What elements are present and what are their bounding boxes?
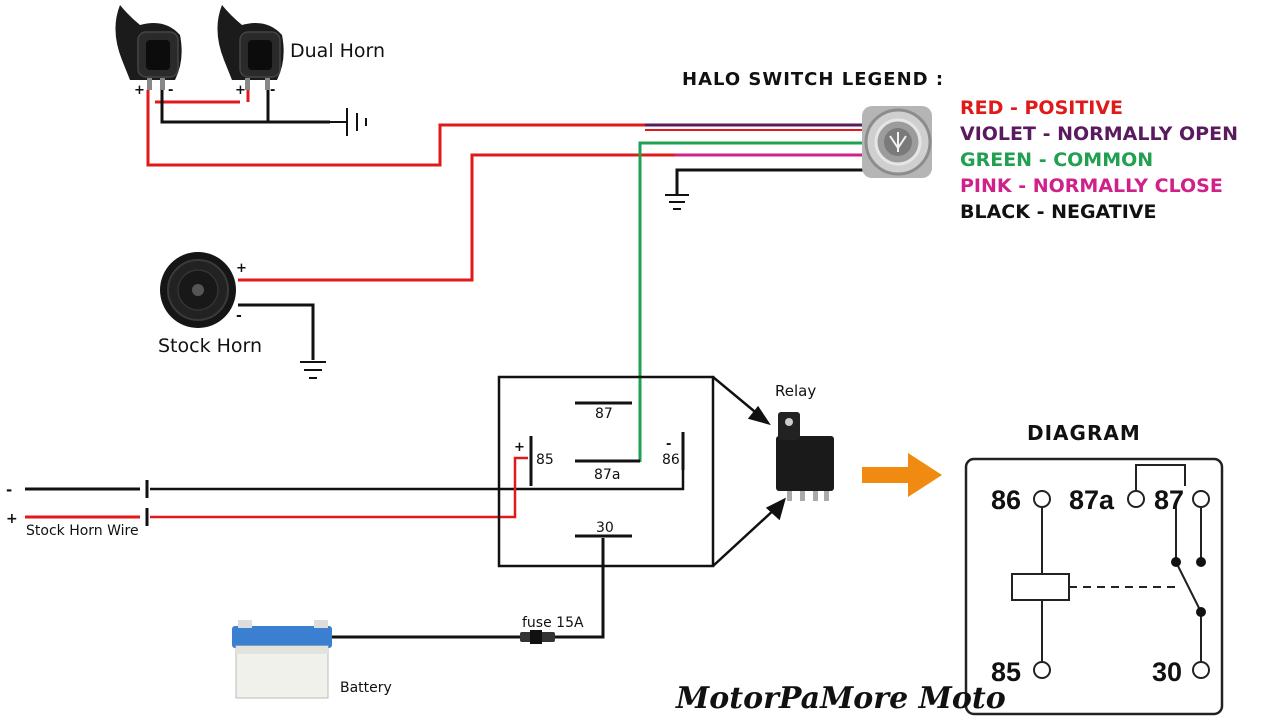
- wire-black-switch: [675, 168, 868, 195]
- horn-left-minus: -: [168, 83, 173, 98]
- diagram-terminal-85: [1033, 661, 1051, 679]
- diagram-terminal-86: [1033, 490, 1051, 508]
- wire-stock-negative: [238, 303, 315, 360]
- battery-label: Battery: [340, 680, 392, 696]
- legend-item-red: RED - POSITIVE: [960, 97, 1123, 119]
- stock-horn-wire-label: Stock Horn Wire: [26, 523, 139, 539]
- diagram-contact-dot-a: [1171, 557, 1181, 567]
- wire-dual-horn-positive: [146, 90, 645, 167]
- diagram-label-85: 85: [991, 657, 1021, 687]
- diagram-contact-dot-c: [1196, 607, 1206, 617]
- wire-horn-bridge-negative: [160, 90, 330, 124]
- horn-left-plus: +: [134, 83, 145, 98]
- diagram-terminal-30: [1192, 661, 1210, 679]
- ground-stock-horn: [300, 361, 326, 379]
- relay-pin-86-label: 86: [662, 452, 680, 468]
- stock-wire-minus: -: [6, 481, 12, 499]
- diagram-terminal-87: [1192, 490, 1210, 508]
- horn-left-icon: [115, 5, 182, 90]
- legend-item-green: GREEN - COMMON: [960, 149, 1153, 171]
- legend-item-pink: PINK - NORMALLY CLOSE: [960, 175, 1223, 197]
- wire-red-stock: [238, 153, 868, 282]
- relay-85-plus: +: [514, 440, 525, 455]
- diagram-title: DIAGRAM: [1027, 421, 1141, 445]
- relay-pin-87-label: 87: [595, 406, 613, 422]
- stock-horn-minus: -: [236, 308, 242, 324]
- halo-switch-icon: [862, 106, 932, 178]
- horn-right-plus: +: [235, 83, 246, 98]
- legend-item-black: BLACK - NEGATIVE: [960, 201, 1157, 223]
- diagram-contact-dot-b: [1196, 557, 1206, 567]
- dual-horn-label: Dual Horn: [290, 40, 385, 62]
- wire-85: [150, 456, 528, 519]
- brand-watermark: MotorPaMore Moto: [675, 681, 1006, 716]
- relay-pin-85-label: 85: [536, 452, 554, 468]
- diagram-terminals: [1033, 490, 1210, 679]
- horn-right-minus: -: [270, 83, 275, 98]
- orange-arrow-icon: [862, 453, 942, 497]
- relay-pin-30-label: 30: [596, 520, 614, 536]
- battery-icon: [232, 620, 332, 699]
- stock-horn-icon: [160, 252, 236, 328]
- diagram-label-30: 30: [1152, 657, 1182, 687]
- diagram-label-87: 87: [1154, 485, 1184, 515]
- diagram-label-87a: 87a: [1069, 485, 1115, 515]
- wire-30: [555, 538, 605, 639]
- ground-switch: [665, 194, 689, 210]
- fuse-label: fuse 15A: [522, 615, 584, 631]
- diagram-schematic: [1011, 464, 1202, 661]
- wires: [25, 90, 868, 639]
- relay-box: [497, 375, 715, 568]
- stock-horn-label: Stock Horn: [158, 335, 262, 357]
- ground-dual-horn: [330, 108, 367, 136]
- diagram-frame: [964, 457, 1224, 716]
- legend-item-violet: VIOLET - NORMALLY OPEN: [960, 123, 1238, 145]
- relay-icon: [776, 412, 834, 501]
- horn-right-icon: [217, 5, 284, 90]
- relay-86-minus: -: [666, 437, 671, 452]
- relay-pin-87a-label: 87a: [594, 467, 620, 483]
- legend-title: HALO SWITCH LEGEND :: [682, 69, 944, 90]
- relay-label: Relay: [775, 382, 816, 400]
- stock-wire-plus: +: [6, 511, 18, 527]
- stock-horn-plus: +: [236, 261, 247, 276]
- relay-pointer-lines: [712, 376, 786, 567]
- wire-green: [638, 141, 868, 462]
- diagram-terminal-87a: [1127, 490, 1145, 508]
- diagram-label-86: 86: [991, 485, 1021, 515]
- fuse-icon: [520, 630, 555, 644]
